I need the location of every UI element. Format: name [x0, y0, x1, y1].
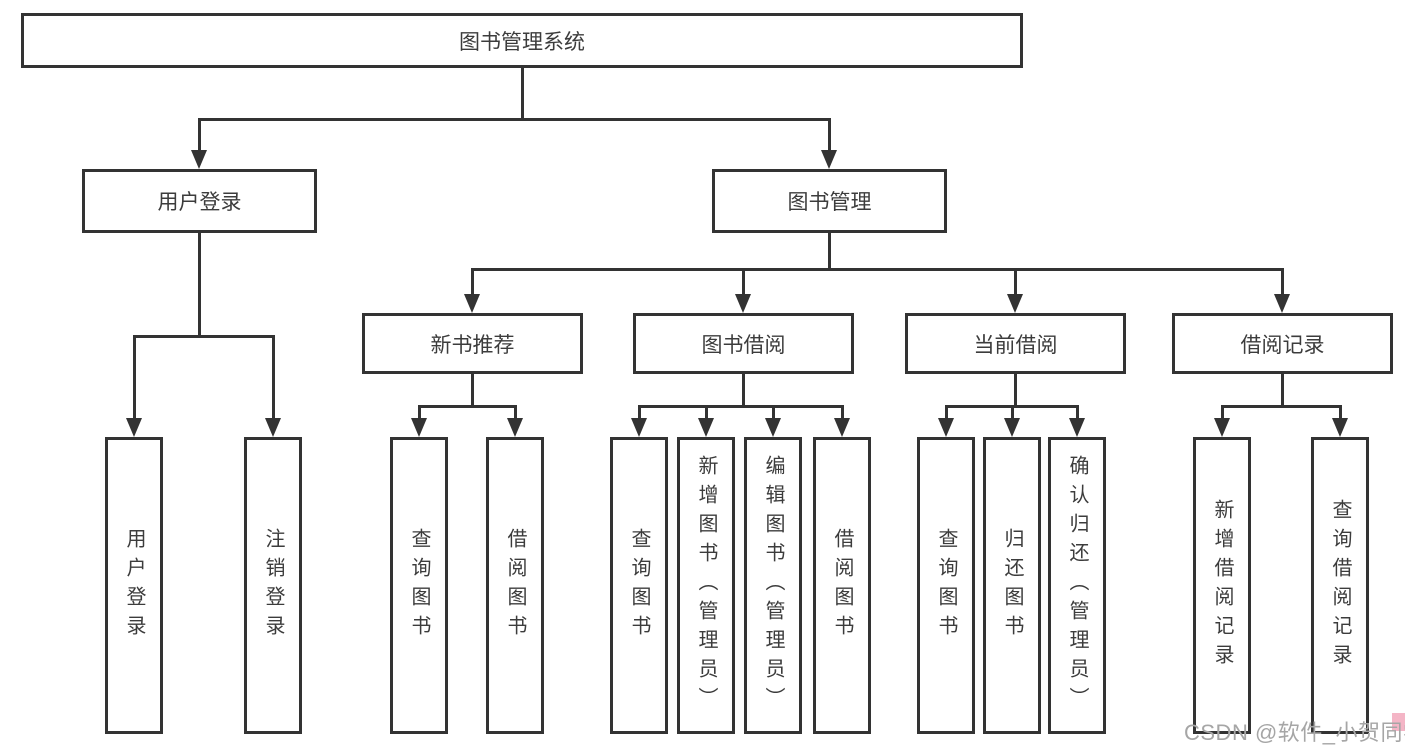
connector-drop-book-mgmt-split [741, 268, 745, 296]
node-leaf-add-books-admin: 新增图书（管理员） [677, 437, 735, 734]
node-leaf-user-login: 用户登录 [105, 437, 163, 734]
node-leaf-add-borrow-record: 新增借阅记录 [1193, 437, 1251, 734]
node-leaf-borrow-books-2-label: 借阅图书 [831, 527, 853, 644]
down-arrowhead-icon [411, 418, 427, 437]
node-leaf-return-books-label: 归还图书 [1001, 527, 1023, 644]
node-leaf-logout: 注销登录 [244, 437, 302, 734]
node-leaf-return-books: 归还图书 [983, 437, 1041, 734]
connector-drop-current-borrow-split [1010, 405, 1014, 420]
node-leaf-logout-label: 注销登录 [262, 527, 284, 644]
node-current-borrow-label: 当前借阅 [973, 333, 1058, 357]
node-leaf-user-login-label: 用户登录 [123, 527, 145, 644]
node-leaf-borrow-books-1-label: 借阅图书 [504, 527, 526, 644]
down-arrowhead-icon [1007, 294, 1023, 313]
connector-stem-user-login-split [197, 233, 201, 338]
node-leaf-query-borrow-record: 查询借阅记录 [1311, 437, 1369, 734]
down-arrowhead-icon [1004, 418, 1020, 437]
node-leaf-borrow-books-1: 借阅图书 [486, 437, 544, 734]
connector-drop-user-login-split [271, 335, 275, 420]
connector-drop-new-book-split [513, 405, 517, 420]
connector-drop-borrow-records-split [1220, 405, 1224, 420]
connector-bar-user-login-split [132, 335, 275, 338]
connector-bar-root-split [197, 118, 831, 121]
node-leaf-query-books-1: 查询图书 [390, 437, 448, 734]
node-current-borrow: 当前借阅 [905, 313, 1126, 374]
node-library-system: 图书管理系统 [21, 13, 1023, 68]
node-leaf-confirm-return-admin-label: 确认归还（管理员） [1066, 455, 1088, 716]
down-arrowhead-icon [631, 418, 647, 437]
node-user-login: 用户登录 [82, 169, 317, 233]
connector-drop-book-borrow-split [840, 405, 844, 420]
node-leaf-query-borrow-record-label: 查询借阅记录 [1329, 498, 1351, 673]
down-arrowhead-icon [126, 418, 142, 437]
connector-stem-borrow-records-split [1280, 374, 1284, 408]
down-arrowhead-icon [1332, 418, 1348, 437]
node-new-book-recommend: 新书推荐 [362, 313, 583, 374]
down-arrowhead-icon [265, 418, 281, 437]
node-book-borrow-label: 图书借阅 [701, 333, 786, 357]
node-leaf-edit-books-admin-label: 编辑图书（管理员） [762, 455, 784, 716]
down-arrowhead-icon [834, 418, 850, 437]
down-arrowhead-icon [735, 294, 751, 313]
connector-drop-book-borrow-split [637, 405, 641, 420]
down-arrowhead-icon [698, 418, 714, 437]
connector-stem-book-mgmt-split [827, 233, 831, 271]
connector-drop-book-borrow-split [704, 405, 708, 420]
node-leaf-query-books-2: 查询图书 [610, 437, 668, 734]
connector-drop-root-split [197, 118, 201, 152]
csdn-watermark: CSDN @软件_小贺同学 [1184, 720, 1405, 745]
connector-drop-root-split [827, 118, 831, 152]
down-arrowhead-icon [1214, 418, 1230, 437]
down-arrowhead-icon [765, 418, 781, 437]
node-user-login-label: 用户登录 [157, 191, 242, 214]
down-arrowhead-icon [1274, 294, 1290, 313]
node-book-borrow: 图书借阅 [633, 313, 854, 374]
down-arrowhead-icon [821, 150, 837, 169]
node-leaf-query-books-2-label: 查询图书 [628, 527, 650, 644]
node-leaf-add-borrow-record-label: 新增借阅记录 [1211, 498, 1233, 673]
connector-drop-book-mgmt-split [1280, 268, 1284, 296]
connector-drop-book-mgmt-split [470, 268, 474, 296]
connector-drop-book-mgmt-split [1013, 268, 1017, 296]
node-leaf-borrow-books-2: 借阅图书 [813, 437, 871, 734]
node-book-management: 图书管理 [712, 169, 947, 233]
node-book-management-label: 图书管理 [787, 191, 872, 214]
node-library-system-label: 图书管理系统 [459, 30, 585, 54]
connector-bar-new-book-split [417, 405, 517, 408]
down-arrowhead-icon [507, 418, 523, 437]
node-leaf-add-books-admin-label: 新增图书（管理员） [695, 455, 717, 716]
connector-bar-book-mgmt-split [470, 268, 1284, 271]
connector-stem-current-borrow-split [1013, 374, 1017, 408]
node-leaf-query-books-3: 查询图书 [917, 437, 975, 734]
node-borrow-records-label: 借阅记录 [1240, 333, 1325, 357]
node-leaf-confirm-return-admin: 确认归还（管理员） [1048, 437, 1106, 734]
watermark-accent-block [1392, 713, 1405, 731]
connector-bar-borrow-records-split [1220, 405, 1342, 408]
connector-stem-book-borrow-split [741, 374, 745, 408]
node-new-book-recommend-label: 新书推荐 [430, 333, 515, 357]
connector-drop-book-borrow-split [771, 405, 775, 420]
node-leaf-edit-books-admin: 编辑图书（管理员） [744, 437, 802, 734]
down-arrowhead-icon [464, 294, 480, 313]
connector-drop-borrow-records-split [1338, 405, 1342, 420]
down-arrowhead-icon [1069, 418, 1085, 437]
connector-bar-book-borrow-split [637, 405, 844, 408]
connector-drop-current-borrow-split [1075, 405, 1079, 420]
node-leaf-query-books-1-label: 查询图书 [408, 527, 430, 644]
down-arrowhead-icon [938, 418, 954, 437]
connector-stem-root-split [520, 68, 524, 121]
connector-drop-new-book-split [417, 405, 421, 420]
connector-drop-current-borrow-split [944, 405, 948, 420]
node-leaf-query-books-3-label: 查询图书 [935, 527, 957, 644]
down-arrowhead-icon [191, 150, 207, 169]
connector-drop-user-login-split [132, 335, 136, 420]
node-borrow-records: 借阅记录 [1172, 313, 1393, 374]
connector-stem-new-book-split [470, 374, 474, 408]
